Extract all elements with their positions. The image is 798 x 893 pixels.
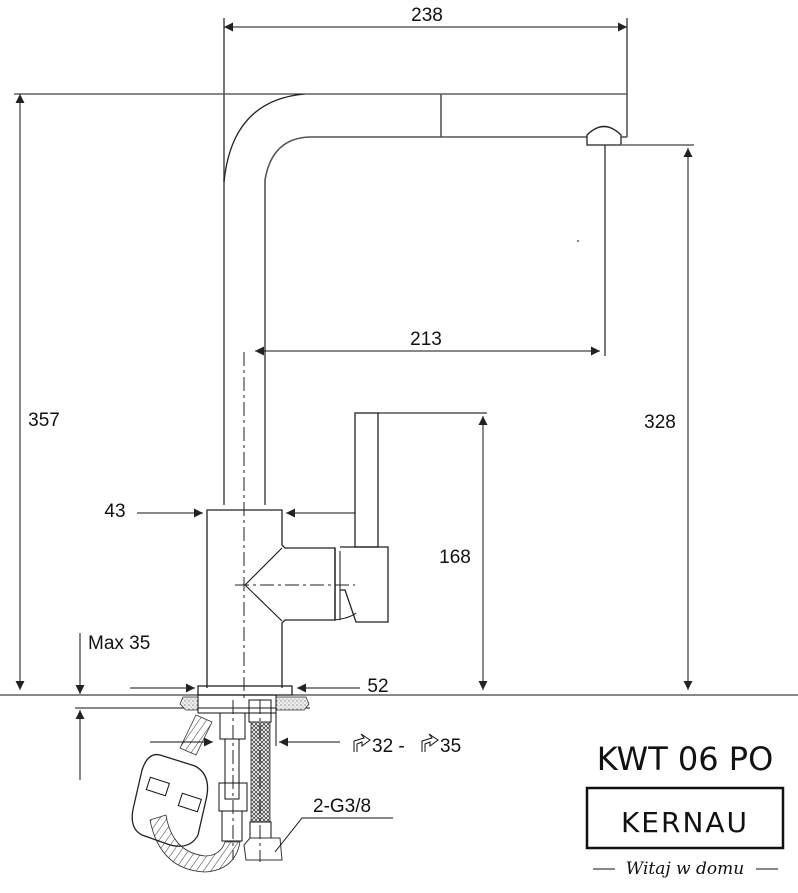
dim-52: 52 (367, 676, 388, 697)
brand-block: KWT 06 PO KERNAU Witaj w domu (585, 740, 785, 879)
dimension-lines (15, 22, 693, 853)
dim-328: 328 (644, 412, 676, 433)
faucet-body (197, 352, 355, 700)
dimension-labels: 238 213 357 328 168 43 52 Max 35 32 - 35… (28, 5, 676, 817)
spout (223, 93, 627, 505)
model-name: KWT 06 PO (597, 740, 774, 778)
diameter-icon (421, 733, 439, 752)
lever-handle (334, 412, 487, 623)
svg-text:32 -: 32 - (372, 736, 405, 757)
dim-connection: 2-G3/8 (313, 796, 371, 817)
aerator-icon (586, 125, 622, 146)
svg-text:35: 35 (440, 736, 461, 757)
dim-213: 213 (410, 329, 442, 350)
dim-hole-diameter: 32 - 35 (353, 733, 461, 757)
dim-168: 168 (439, 547, 471, 568)
brand-logo-box (585, 786, 785, 850)
installation-hoses (131, 694, 310, 873)
dim-43: 43 (104, 501, 125, 522)
reference-lines (0, 18, 798, 709)
dim-max-35: Max 35 (88, 633, 150, 654)
brand-slogan: Witaj w domu (626, 859, 744, 879)
brand-logo: KERNAU (621, 806, 749, 839)
diameter-icon (353, 733, 371, 752)
dim-238: 238 (411, 5, 443, 26)
dim-357: 357 (28, 410, 60, 431)
